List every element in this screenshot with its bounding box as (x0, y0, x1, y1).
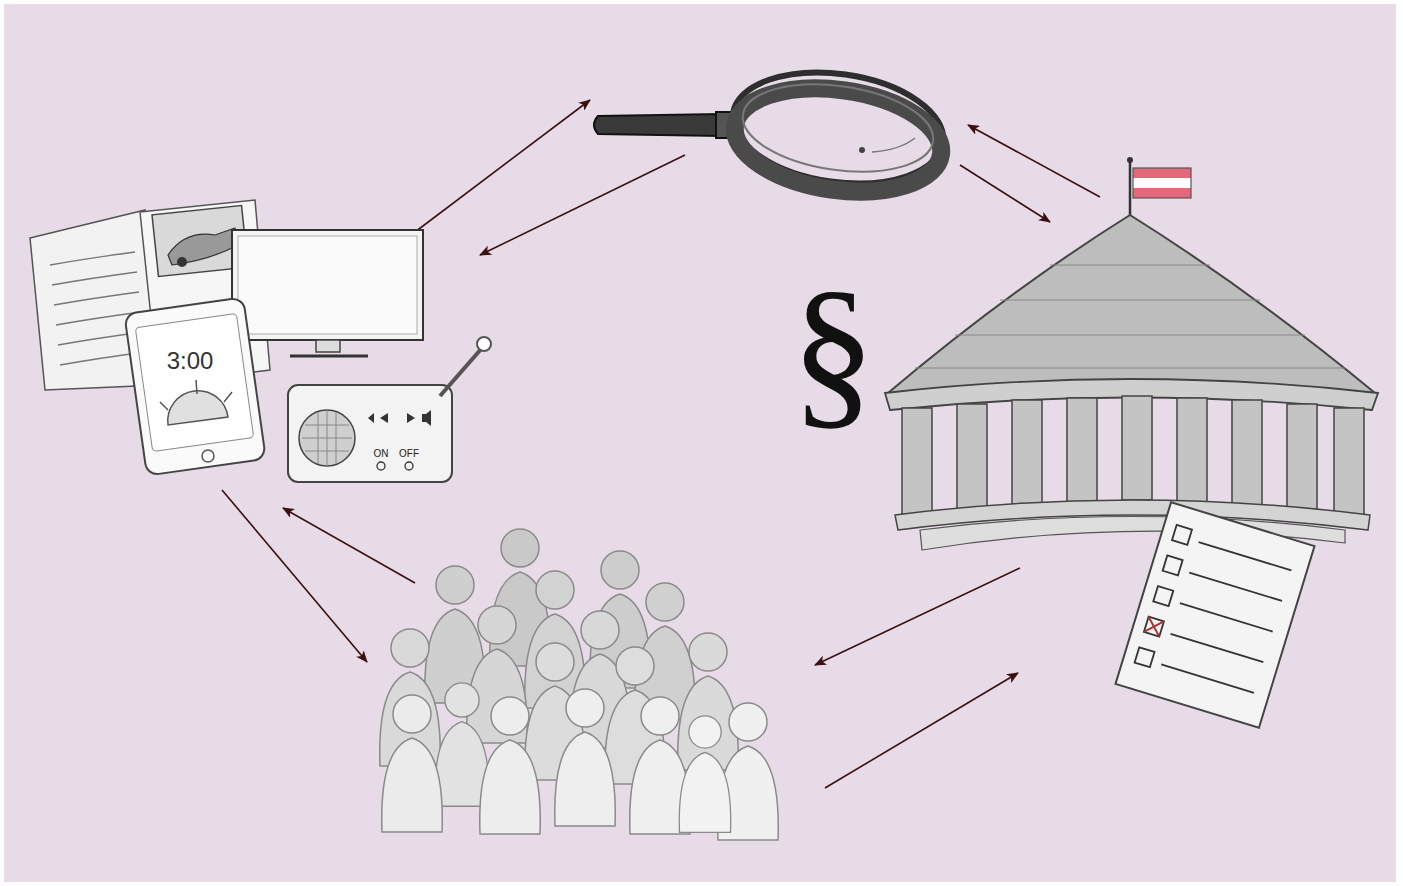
media (30, 200, 491, 482)
parliament (885, 157, 1378, 550)
arrow (968, 125, 1100, 197)
paragraph-symbol: § (791, 265, 876, 435)
radio (288, 337, 491, 482)
radio-switch-label: ON (374, 449, 389, 459)
background (4, 4, 1396, 882)
arrow (222, 490, 367, 662)
arrow (815, 568, 1020, 665)
ballot-paper (1116, 502, 1315, 728)
arrow (960, 165, 1050, 222)
radio-switch-label: OFF (399, 449, 419, 459)
arrow (480, 155, 685, 255)
flow-arrows (222, 100, 1100, 788)
arrow (415, 100, 590, 232)
crowd (380, 529, 779, 840)
arrow (825, 673, 1018, 788)
monitor (232, 230, 423, 356)
arrow (283, 508, 415, 583)
smartphone (124, 297, 266, 475)
magnifying-glass (594, 60, 950, 204)
austrian-flag (1133, 168, 1191, 198)
phone-clock: 3:00 (167, 349, 214, 373)
